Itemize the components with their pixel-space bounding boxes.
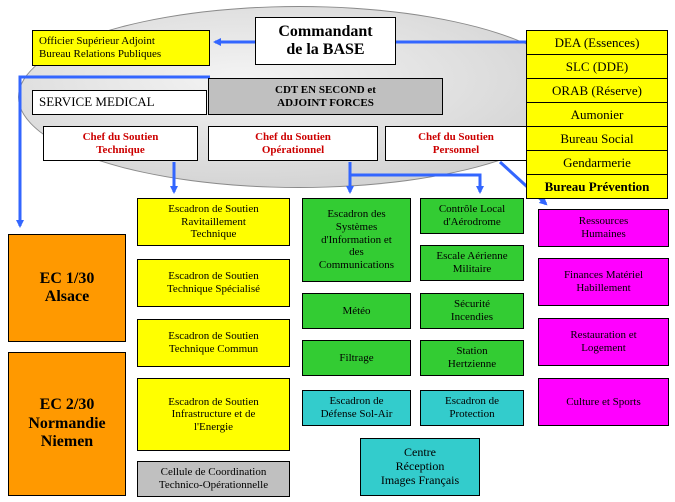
- side-list-item: Bureau Prévention: [544, 179, 650, 194]
- personnel-item: Restauration et Logement: [538, 318, 669, 366]
- side-list-item: SLC (DDE): [527, 55, 667, 79]
- personnel-item: Culture et Sports: [538, 378, 669, 426]
- arrow-to-ec1: [16, 75, 210, 228]
- side-list: DEA (Essences) SLC (DDE) ORAB (Réserve) …: [526, 30, 668, 199]
- technique-item: Cellule de Coordination Technico-Opérati…: [137, 461, 290, 497]
- personnel-item: Finances Matériel Habillement: [538, 258, 669, 306]
- side-list-item: Bureau Social: [527, 127, 667, 151]
- technique-item: Escadron de Soutien Technique Commun: [137, 319, 290, 367]
- centre-reception-box: Centre Réception Images Français: [360, 438, 480, 496]
- chef-operationnel-box: Chef du Soutien Opérationnel: [208, 126, 378, 161]
- operationnel-item-2: Station Hertzienne: [420, 340, 524, 376]
- side-list-item: Aumonier: [527, 103, 667, 127]
- operationnel-item: Escadron de Défense Sol-Air: [302, 390, 411, 426]
- chef-technique-box: Chef du Soutien Technique: [43, 126, 198, 161]
- operationnel-item-2: Sécurité Incendies: [420, 293, 524, 329]
- operationnel-item-2: Escale Aérienne Militaire: [420, 245, 524, 281]
- operationnel-item: Escadron des Systèmes d'Information et d…: [302, 198, 411, 282]
- cdt-second-box: CDT EN SECOND et ADJOINT FORCES: [208, 78, 443, 115]
- technique-item: Escadron de Soutien Technique Spécialisé: [137, 259, 290, 307]
- personnel-item: Ressources Humaines: [538, 209, 669, 247]
- operationnel-item-2: Escadron de Protection: [420, 390, 524, 426]
- ec2-box: EC 2/30 Normandie Niemen: [8, 352, 126, 496]
- technique-item: Escadron de Soutien Ravitaillement Techn…: [137, 198, 290, 246]
- arrow-operationnel-branch: [348, 162, 482, 192]
- chef-personnel-box: Chef du Soutien Personnel: [385, 126, 527, 161]
- side-list-item: Gendarmerie: [527, 151, 667, 175]
- operationnel-item-2: Contrôle Local d'Aérodrome: [420, 198, 524, 234]
- side-list-item: ORAB (Réserve): [527, 79, 667, 103]
- commandant-box: Commandant de la BASE: [255, 17, 396, 65]
- officier-box: Officier Supérieur Adjoint Bureau Relati…: [32, 30, 210, 66]
- side-list-item: DEA (Essences): [527, 31, 667, 55]
- operationnel-item: Météo: [302, 293, 411, 329]
- operationnel-item: Filtrage: [302, 340, 411, 376]
- technique-item: Escadron de Soutien Infrastructure et de…: [137, 378, 290, 451]
- ec1-box: EC 1/30 Alsace: [8, 234, 126, 342]
- service-medical-box: SERVICE MEDICAL: [32, 90, 207, 115]
